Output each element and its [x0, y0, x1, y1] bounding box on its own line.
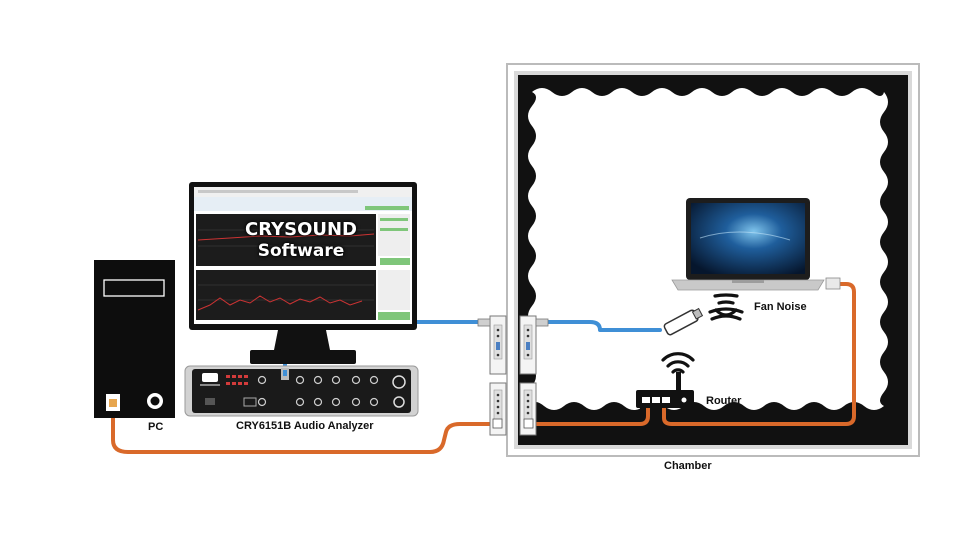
pc-ethernet-port [106, 394, 120, 411]
laptop [671, 198, 841, 291]
upper-graph-trace [197, 233, 375, 241]
pc-drive-bay [103, 279, 165, 297]
fan-noise-label: Fan Noise [754, 301, 807, 313]
analyzer-headphone-jack [392, 375, 406, 389]
analyzer-leds [226, 375, 248, 385]
wall-panel-ethernet-inner [519, 382, 537, 436]
pc-tower [94, 260, 175, 418]
monitor [189, 182, 417, 364]
lower-graph-trace [197, 295, 363, 311]
wall-panel-ethernet-outer [489, 382, 507, 436]
usb-cable-panel-to-dongle [538, 320, 662, 332]
ethernet-cable-router-to-laptop [662, 282, 856, 426]
monitor-stand [274, 330, 330, 350]
analyzer-jacks [257, 375, 379, 407]
software-title-line2: Software [257, 241, 345, 261]
wifi-icon [661, 352, 695, 374]
chamber-label: Chamber [664, 460, 712, 472]
analyzer-usb-port [281, 368, 289, 380]
wall-panel-usb-outer [477, 315, 507, 375]
software-title-line1: CRYSOUND [244, 219, 357, 240]
pc-power-button [147, 393, 163, 409]
usb-dongle [663, 307, 704, 336]
sound-wave-icon [708, 293, 744, 321]
laptop-ethernet-connector [825, 277, 841, 290]
wall-panel-usb-inner [519, 315, 549, 375]
analyzer-label: CRY6151B Audio Analyzer [236, 420, 374, 432]
pc-label: PC [148, 421, 164, 433]
chamber [506, 63, 920, 457]
ethernet-cable-panel-to-router [535, 406, 650, 426]
audio-analyzer [184, 365, 419, 417]
laptop-screen [691, 203, 805, 274]
ethernet-cable-pc-to-panel [111, 416, 497, 454]
router [636, 352, 695, 412]
router-label: Router [706, 395, 742, 407]
